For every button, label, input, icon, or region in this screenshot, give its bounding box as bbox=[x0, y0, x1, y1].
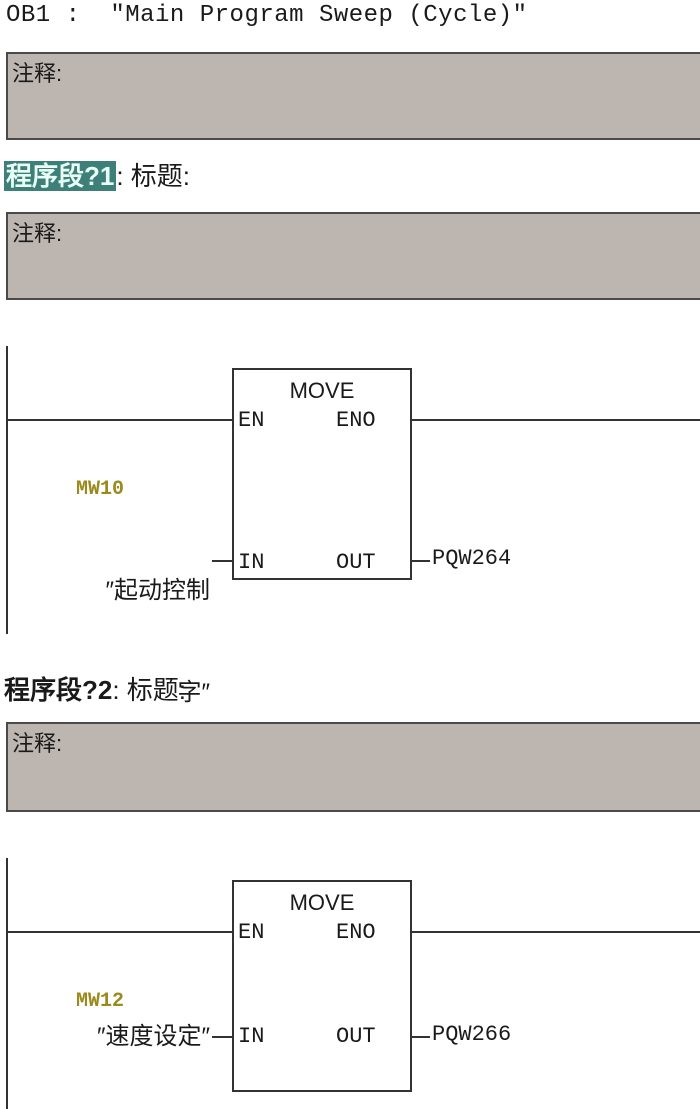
network-2-header: 程序段?2: 标题: bbox=[4, 670, 186, 707]
function-block-name: MOVE bbox=[289, 378, 355, 403]
network-1-number[interactable]: 程序段?1 bbox=[4, 161, 117, 191]
input-symbol: ″起动控制 字″ bbox=[60, 506, 211, 744]
left-power-rail bbox=[6, 346, 8, 634]
eno-output-wire bbox=[410, 931, 700, 933]
input-address[interactable]: MW12 bbox=[76, 990, 125, 1013]
function-block-name: MOVE bbox=[289, 890, 355, 915]
comment-label: 注释: bbox=[12, 731, 63, 756]
output-address[interactable]: PQW264 bbox=[432, 546, 512, 571]
comment-label: 注释: bbox=[12, 221, 63, 246]
left-power-rail bbox=[6, 858, 8, 1109]
pin-eno: ENO bbox=[336, 920, 376, 945]
pin-en: EN bbox=[238, 920, 265, 945]
network-2-comment-box[interactable]: 注释: bbox=[6, 722, 700, 812]
pin-in: IN bbox=[238, 550, 265, 575]
move-function-block[interactable]: MOVE EN ENO IN OUT bbox=[232, 880, 412, 1092]
pin-eno: ENO bbox=[336, 408, 376, 433]
in-wire bbox=[212, 1036, 234, 1038]
network-2-number[interactable]: 程序段?2 bbox=[4, 675, 113, 705]
input-symbol-line2: 字″ bbox=[177, 679, 211, 706]
pin-out: OUT bbox=[336, 550, 376, 575]
input-address[interactable]: MW10 bbox=[76, 478, 125, 501]
move-function-block[interactable]: MOVE EN ENO IN OUT bbox=[232, 368, 412, 580]
en-input-wire bbox=[6, 931, 234, 933]
network-1-comment-box[interactable]: 注释: bbox=[6, 212, 700, 300]
out-wire bbox=[410, 560, 430, 562]
pin-out: OUT bbox=[336, 1024, 376, 1049]
in-wire bbox=[212, 560, 234, 562]
input-symbol: ″速度设定″ bbox=[97, 1023, 210, 1050]
network-2-title-label[interactable]: : 标题: bbox=[112, 675, 187, 705]
block-title: OB1 : ″Main Program Sweep (Cycle)″ bbox=[6, 2, 528, 29]
output-address[interactable]: PQW266 bbox=[432, 1022, 512, 1047]
eno-output-wire bbox=[410, 419, 700, 421]
network-1-title-label[interactable]: : 标题: bbox=[116, 161, 191, 191]
en-input-wire bbox=[6, 419, 234, 421]
pin-in: IN bbox=[238, 1024, 265, 1049]
out-wire bbox=[410, 1036, 430, 1038]
pin-en: EN bbox=[238, 408, 265, 433]
network-1-header: 程序段?1: 标题: bbox=[4, 156, 190, 193]
block-comment-box[interactable]: 注释: bbox=[6, 52, 700, 140]
comment-label: 注释: bbox=[12, 61, 63, 86]
input-symbol-line1: ″起动控制 bbox=[105, 577, 211, 604]
